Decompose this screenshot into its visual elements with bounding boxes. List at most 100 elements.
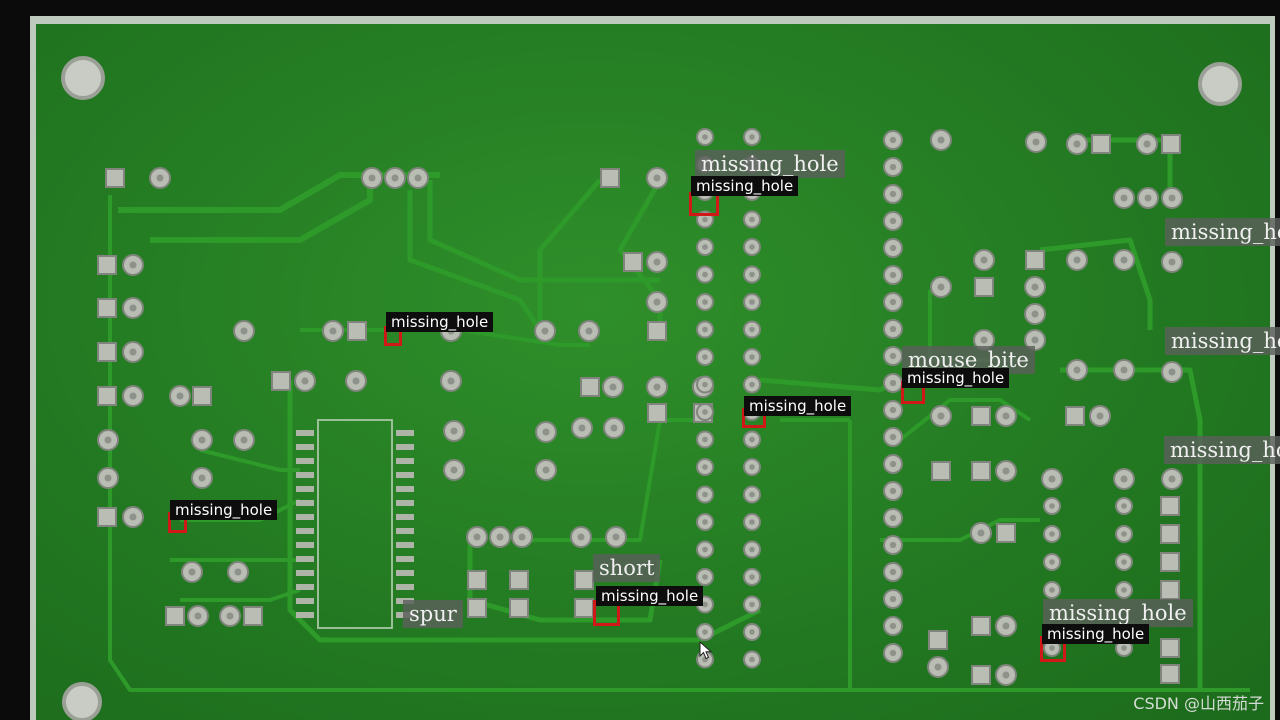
drill-hole <box>702 409 708 415</box>
drill-hole <box>609 383 617 391</box>
square-pad <box>347 321 367 341</box>
drill-hole <box>129 392 137 400</box>
drill-hole <box>889 271 897 279</box>
drill-hole <box>749 491 755 498</box>
gt-label-spur: spur <box>403 600 463 628</box>
detection-label: missing_hole <box>744 396 852 416</box>
drill-hole <box>702 519 708 525</box>
drill-hole <box>541 327 549 335</box>
drill-hole <box>889 595 897 603</box>
copper-trace <box>199 448 300 472</box>
drill-hole <box>749 354 755 360</box>
copper-trace <box>180 588 301 602</box>
square-pad <box>192 386 212 406</box>
drill-hole <box>702 464 708 470</box>
copper-trace <box>427 180 660 283</box>
drill-hole <box>889 406 897 414</box>
drill-hole <box>889 541 897 549</box>
drill-hole <box>653 174 661 182</box>
drill-hole <box>889 649 897 657</box>
drill-hole <box>240 436 248 444</box>
square-pad <box>1091 134 1111 154</box>
drill-hole <box>198 436 206 444</box>
drill-hole <box>1121 645 1127 651</box>
square-pad <box>647 403 667 423</box>
drill-hole <box>1073 140 1081 148</box>
square-pad <box>971 616 991 636</box>
drill-hole <box>889 352 897 360</box>
drill-hole <box>1073 366 1081 374</box>
drill-hole <box>156 174 164 182</box>
drill-hole <box>702 216 708 223</box>
copper-trace <box>287 380 762 643</box>
smd-pad <box>296 472 314 478</box>
drill-hole <box>542 428 550 436</box>
drill-hole <box>1144 194 1152 202</box>
drill-hole <box>889 622 897 630</box>
square-pad <box>271 371 291 391</box>
drill-hole <box>702 354 708 360</box>
drill-hole <box>889 163 897 171</box>
drill-hole <box>496 533 504 541</box>
drill-hole <box>1168 194 1176 202</box>
smd-pad <box>296 486 314 492</box>
drill-hole <box>1120 194 1128 202</box>
drill-hole <box>368 174 376 182</box>
drill-hole <box>653 258 661 266</box>
square-pad <box>580 377 600 397</box>
drill-hole <box>1073 256 1081 264</box>
drill-hole <box>1049 587 1055 593</box>
drill-hole <box>1121 531 1127 537</box>
drill-hole <box>889 487 897 495</box>
drill-hole <box>889 460 897 468</box>
drill-hole <box>702 546 708 553</box>
smd-pad <box>296 430 314 436</box>
drill-hole <box>1096 412 1104 420</box>
smd-pad <box>396 570 414 576</box>
drill-hole <box>749 244 755 250</box>
drill-hole <box>889 217 897 225</box>
drill-hole <box>1120 256 1128 264</box>
copper-trace <box>617 178 663 340</box>
square-pad <box>971 406 991 426</box>
square-pad <box>931 461 951 481</box>
mounting-hole <box>62 682 102 720</box>
drill-hole <box>329 327 337 335</box>
drill-hole <box>937 283 945 291</box>
drill-hole <box>749 629 755 635</box>
drill-hole <box>749 464 755 470</box>
drill-hole <box>1031 283 1039 291</box>
drill-hole <box>980 336 988 344</box>
smd-pad <box>296 458 314 464</box>
smd-pad <box>396 458 414 464</box>
drill-hole <box>702 629 708 635</box>
square-pad <box>1160 496 1180 516</box>
drill-hole <box>702 271 708 278</box>
drill-hole <box>1121 587 1127 593</box>
mounting-hole <box>61 56 105 100</box>
mouse-pointer-icon <box>699 641 713 660</box>
drill-hole <box>702 574 708 580</box>
square-pad <box>509 570 529 590</box>
square-pad <box>1160 524 1180 544</box>
gt-label-missing-hole-3: missing_hole <box>1165 327 1280 355</box>
detection-label: missing_hole <box>170 500 278 520</box>
square-pad <box>509 598 529 618</box>
drill-hole <box>194 612 202 620</box>
gt-label-short: short <box>593 554 661 582</box>
drill-hole <box>749 436 755 443</box>
square-pad <box>1160 664 1180 684</box>
drill-hole <box>226 612 234 620</box>
copper-trace <box>108 195 1250 692</box>
square-pad <box>574 598 594 618</box>
drill-hole <box>889 244 897 252</box>
copper-trace <box>300 328 590 347</box>
drill-hole <box>977 529 985 537</box>
smd-pad <box>396 542 414 548</box>
smd-pad <box>296 500 314 506</box>
copper-trace <box>1039 237 1153 330</box>
drill-hole <box>937 412 945 420</box>
smd-pad <box>296 584 314 590</box>
drill-hole <box>749 601 755 608</box>
drill-hole <box>702 244 708 250</box>
